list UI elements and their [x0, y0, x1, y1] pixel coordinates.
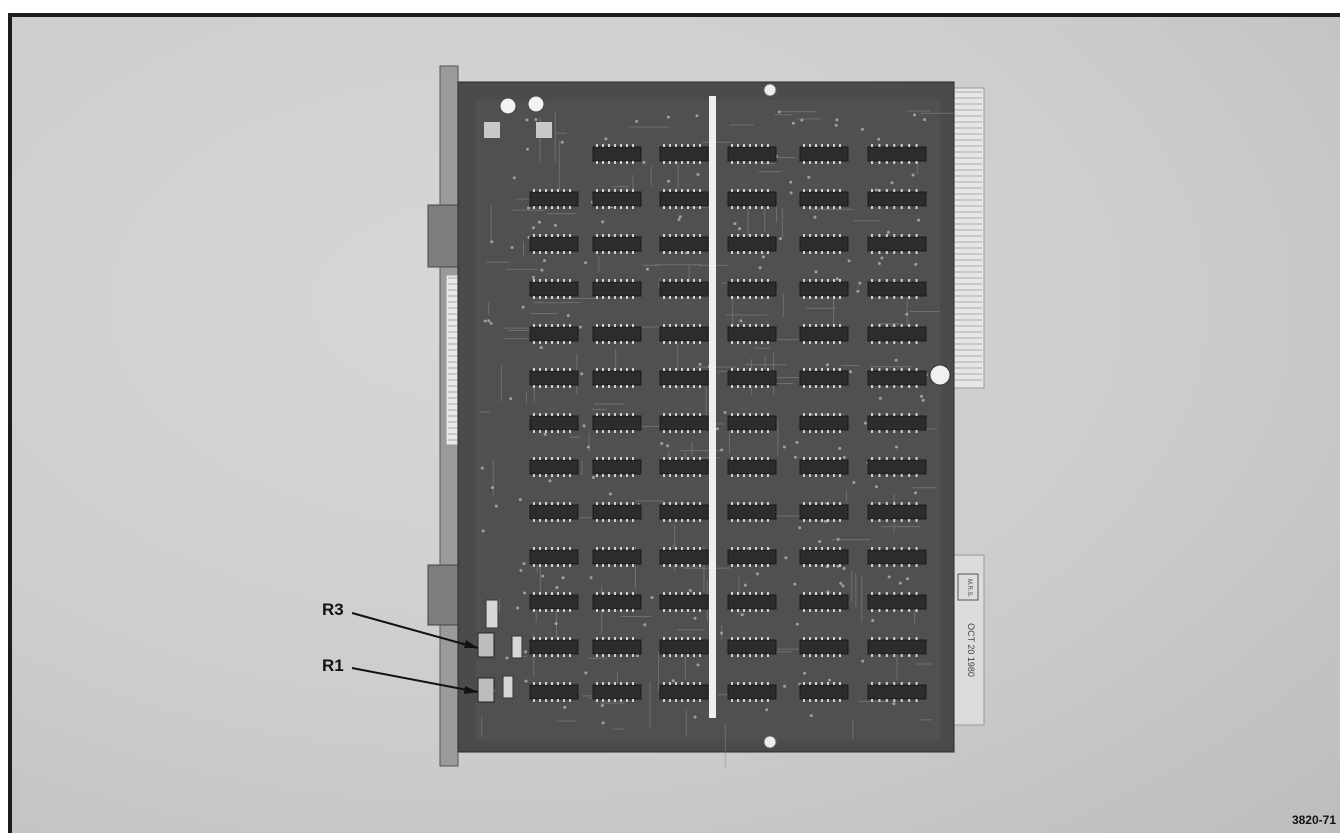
ic-chip	[867, 639, 927, 655]
ic-chip	[592, 281, 642, 297]
ic-chip	[799, 594, 849, 610]
ic-chip	[529, 370, 579, 386]
ic-chip	[529, 594, 579, 610]
ic-chip	[659, 684, 709, 700]
ic-chip	[659, 415, 709, 431]
figure-number: 3820-71	[1291, 813, 1336, 827]
ic-chip	[592, 191, 642, 207]
ic-chip	[592, 594, 642, 610]
ic-chip	[529, 326, 579, 342]
ic-chip	[867, 594, 927, 610]
ic-chip	[727, 191, 777, 207]
ic-chip	[799, 281, 849, 297]
ic-chip	[592, 459, 642, 475]
callout-label-r3: R3	[322, 600, 344, 619]
inspection-stamp	[957, 573, 979, 601]
ic-chip	[727, 459, 777, 475]
trimpot-r1	[477, 677, 495, 703]
ic-chip	[659, 191, 709, 207]
ic-chip	[867, 236, 927, 252]
ic-chip	[867, 504, 927, 520]
ic-chip	[529, 191, 579, 207]
ic-chip	[867, 459, 927, 475]
ic-chip	[659, 146, 709, 162]
ic-chip	[799, 236, 849, 252]
ic-chip	[799, 370, 849, 386]
ic-chip	[867, 370, 927, 386]
mounting-hole-top	[763, 83, 777, 97]
ic-chip	[659, 594, 709, 610]
ic-chip	[659, 459, 709, 475]
inspection-stamp-text: M.R.S.	[966, 579, 972, 598]
ic-chip	[592, 639, 642, 655]
callout-line-r1	[351, 667, 479, 693]
ic-chip	[659, 549, 709, 565]
ic-chip	[529, 639, 579, 655]
ic-chip	[659, 326, 709, 342]
ic-chip	[799, 459, 849, 475]
ic-array	[529, 144, 927, 702]
ic-chip	[799, 146, 849, 162]
ic-chip	[727, 146, 777, 162]
ic-chip	[727, 370, 777, 386]
ic-chip	[592, 326, 642, 342]
ic-chip	[727, 281, 777, 297]
ic-chip	[727, 326, 777, 342]
ic-chip	[867, 415, 927, 431]
ic-chip	[529, 459, 579, 475]
ic-chip	[799, 504, 849, 520]
ic-chip	[727, 594, 777, 610]
ic-chip	[529, 281, 579, 297]
ic-chip	[659, 639, 709, 655]
ic-chip	[867, 191, 927, 207]
ic-chip	[592, 684, 642, 700]
callout-label-r1: R1	[322, 656, 344, 675]
ic-chip	[529, 415, 579, 431]
ic-chip	[592, 549, 642, 565]
ic-chip	[659, 370, 709, 386]
mounting-hole-bottom	[763, 735, 777, 749]
ic-chip	[867, 281, 927, 297]
ic-chip	[529, 504, 579, 520]
capacitor-round	[929, 364, 951, 386]
ic-chip	[529, 549, 579, 565]
ic-chip	[799, 549, 849, 565]
ic-chip	[727, 236, 777, 252]
ic-chip	[592, 370, 642, 386]
ic-chip	[799, 191, 849, 207]
ic-chip	[867, 549, 927, 565]
ic-chip	[727, 415, 777, 431]
ic-chip	[592, 504, 642, 520]
ic-chip	[659, 504, 709, 520]
ic-chip	[659, 236, 709, 252]
date-stamp-text: OCT 20 1980	[966, 623, 976, 677]
ic-chip	[659, 281, 709, 297]
ic-chip	[799, 684, 849, 700]
edge-connector-top	[949, 87, 985, 389]
callout-line-r3	[351, 612, 479, 649]
ic-chip	[727, 549, 777, 565]
ic-chip	[727, 639, 777, 655]
ic-chip	[592, 146, 642, 162]
ic-chip	[727, 504, 777, 520]
ic-chip	[529, 684, 579, 700]
ic-chip	[867, 326, 927, 342]
ic-chip	[727, 684, 777, 700]
ic-chip	[867, 146, 927, 162]
test-point-2	[527, 95, 545, 113]
trimpot-r3	[477, 632, 495, 658]
ic-chip	[529, 236, 579, 252]
center-stiffener	[709, 96, 716, 718]
ic-chip	[592, 236, 642, 252]
ic-chip	[867, 684, 927, 700]
ic-chip	[592, 415, 642, 431]
ic-chip	[799, 639, 849, 655]
test-point-1	[499, 97, 517, 115]
ic-chip	[799, 415, 849, 431]
ic-chip	[799, 326, 849, 342]
